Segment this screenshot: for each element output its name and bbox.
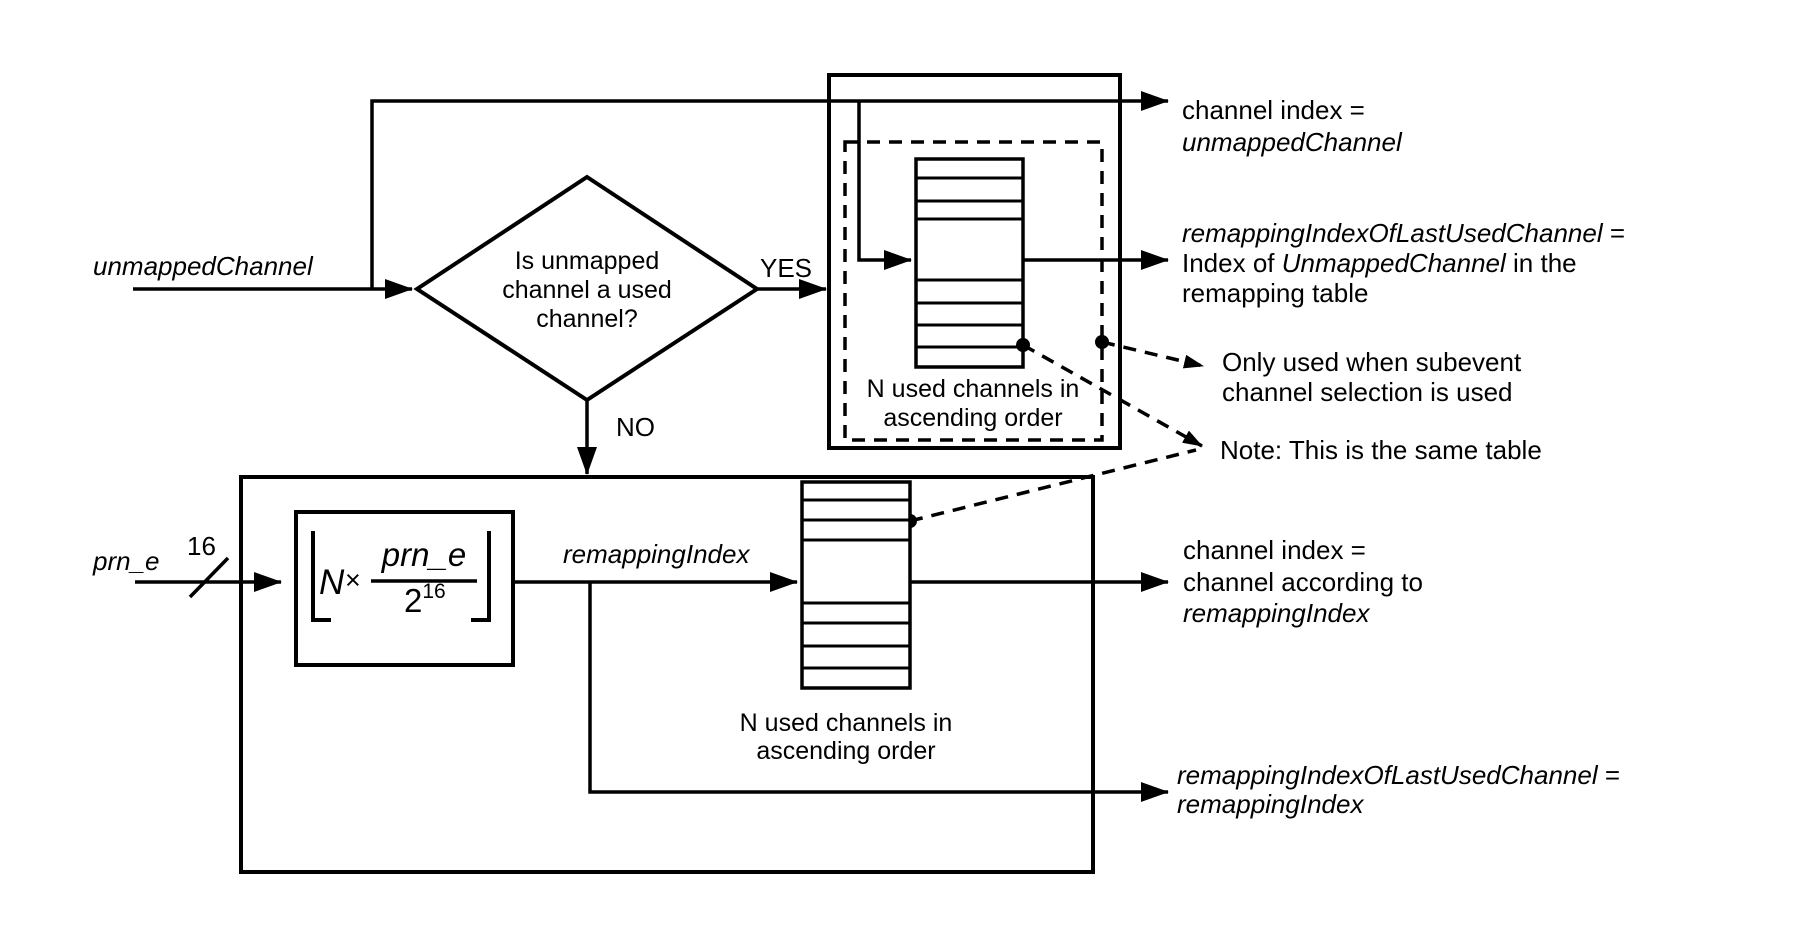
upper-remap-table — [914, 157, 1025, 369]
equals-sign: = — [1603, 218, 1625, 248]
formula-base: 2 — [404, 582, 422, 619]
floor-formula: N × prn_e 216 — [311, 531, 491, 622]
variable-name: UnmappedChannel — [1282, 248, 1507, 278]
unmapped-channel-label: unmappedChannel — [93, 251, 314, 281]
floor-bracket-right — [471, 531, 491, 622]
remapping-index-label: remappingIndex — [563, 539, 750, 569]
formula-times: × — [345, 565, 361, 595]
lower-table-caption-line2: ascending order — [756, 737, 935, 765]
output-remap-index-last-used-lower: remappingIndexOfLastUsedChannel = remapp… — [1177, 760, 1620, 819]
annotation-line: channel selection is used — [1222, 377, 1513, 407]
bus-width-slash — [188, 556, 230, 599]
decision-text-line1: Is unmapped — [515, 247, 660, 275]
upper-table-outline — [914, 157, 1025, 369]
output-text-line: remapping table — [1182, 278, 1368, 308]
variable-name: remappingIndexOfLastUsedChannel — [1177, 760, 1599, 790]
output-text-line: channel index = — [1182, 95, 1365, 125]
no-label: NO — [616, 412, 655, 442]
output-remap-index-last-used-upper: remappingIndexOfLastUsedChannel = Index … — [1182, 218, 1625, 308]
text-part: in the — [1506, 248, 1577, 278]
yes-label: YES — [760, 253, 812, 283]
upper-dashed-box — [843, 140, 1104, 442]
output-text-line: unmappedChannel — [1182, 127, 1403, 157]
output-channel-index-remap: channel index = channel according to rem… — [1183, 535, 1423, 628]
lower-table-outline — [800, 480, 912, 690]
upper-table-caption-line1: N used channels in — [867, 375, 1080, 403]
subevent-note-leader — [1101, 340, 1204, 369]
bus-width-label: 16 — [187, 531, 216, 561]
formula-numerator: prn_e — [381, 536, 466, 573]
decision-text-line2: channel a used — [502, 276, 672, 304]
output-text-line: remappingIndex — [1183, 598, 1370, 628]
floor-bracket-left — [311, 531, 331, 622]
lower-remap-table — [800, 480, 912, 690]
annotation-same-table: Note: This is the same table — [1220, 435, 1542, 465]
formula-denominator: 216 — [404, 580, 446, 619]
output-channel-index-unmapped: channel index = unmappedChannel — [1182, 95, 1403, 157]
output-text-line: channel according to — [1183, 567, 1423, 597]
variable-name: remappingIndexOfLastUsedChannel — [1182, 218, 1604, 248]
upper-table-caption-line2: ascending order — [883, 404, 1062, 432]
output-text-line: Index of UnmappedChannel in the — [1182, 248, 1577, 278]
text-part: Index of — [1182, 248, 1282, 278]
junction-dot-upper-table — [1016, 338, 1030, 352]
same-table-leader-lower — [909, 448, 1197, 523]
equals-sign: = — [1598, 760, 1620, 790]
output-text-line: remappingIndexOfLastUsedChannel = — [1177, 760, 1620, 790]
output-text-line: channel index = — [1183, 535, 1366, 565]
formula-exponent: 16 — [422, 580, 445, 603]
annotation-line: Only used when subevent — [1222, 347, 1522, 377]
lower-process-box — [239, 475, 1095, 874]
channel-index-top-line — [370, 91, 1169, 289]
upper-table-feed-line — [857, 101, 912, 270]
output-text-line: remappingIndex — [1177, 789, 1364, 819]
same-table-leader-upper — [1022, 343, 1203, 448]
output-text-line: remappingIndexOfLastUsedChannel = — [1182, 218, 1625, 248]
lower-branch-line — [588, 582, 1169, 802]
annotation-subevent: Only used when subevent channel selectio… — [1222, 347, 1522, 407]
lower-table-caption-line1: N used channels in — [740, 709, 953, 737]
prn-e-label: prn_e — [92, 546, 160, 576]
formula-n: N — [319, 563, 345, 602]
formula-box — [294, 510, 515, 667]
junction-dot-dashed-box — [1095, 335, 1109, 349]
decision-text-line3: channel? — [536, 305, 637, 333]
